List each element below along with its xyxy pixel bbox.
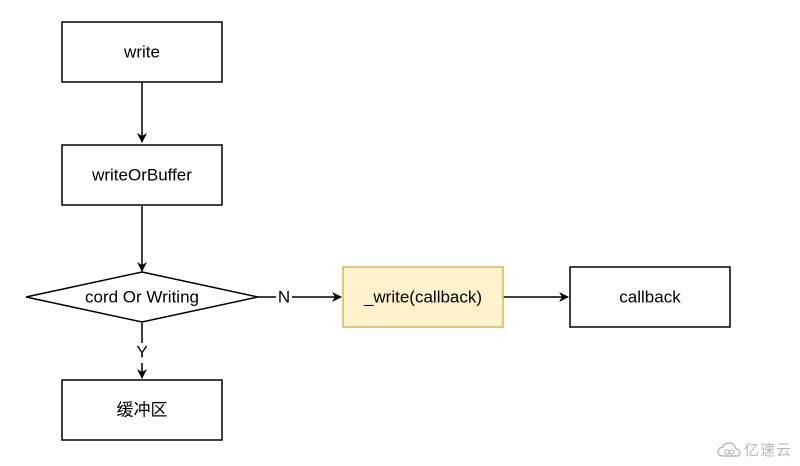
node-callback-label: callback (619, 288, 681, 307)
node-decision: cord Or Writing (25, 271, 259, 323)
edge-label-n-bg (276, 287, 292, 307)
node-write-label: write (123, 43, 160, 62)
node-write: write (61, 21, 223, 83)
node-underscore-write-label: _write(callback) (363, 288, 482, 307)
edge-label-y: Y (136, 343, 147, 362)
node-writeorbuffer: writeOrBuffer (61, 144, 223, 206)
node-buffer: 缓冲区 (61, 379, 223, 441)
cloud-logo-icon (717, 441, 741, 457)
node-buffer-label: 缓冲区 (117, 401, 168, 420)
edge-label-y-bg (133, 343, 151, 363)
watermark-text: 亿速云 (743, 441, 792, 459)
node-callback: callback (569, 266, 731, 328)
watermark: 亿速云 (717, 439, 792, 460)
node-decision-label: cord Or Writing (85, 288, 199, 307)
edge-label-n: N (278, 288, 290, 307)
node-underscore-write: _write(callback) (342, 266, 504, 328)
node-writeorbuffer-label: writeOrBuffer (91, 166, 192, 185)
